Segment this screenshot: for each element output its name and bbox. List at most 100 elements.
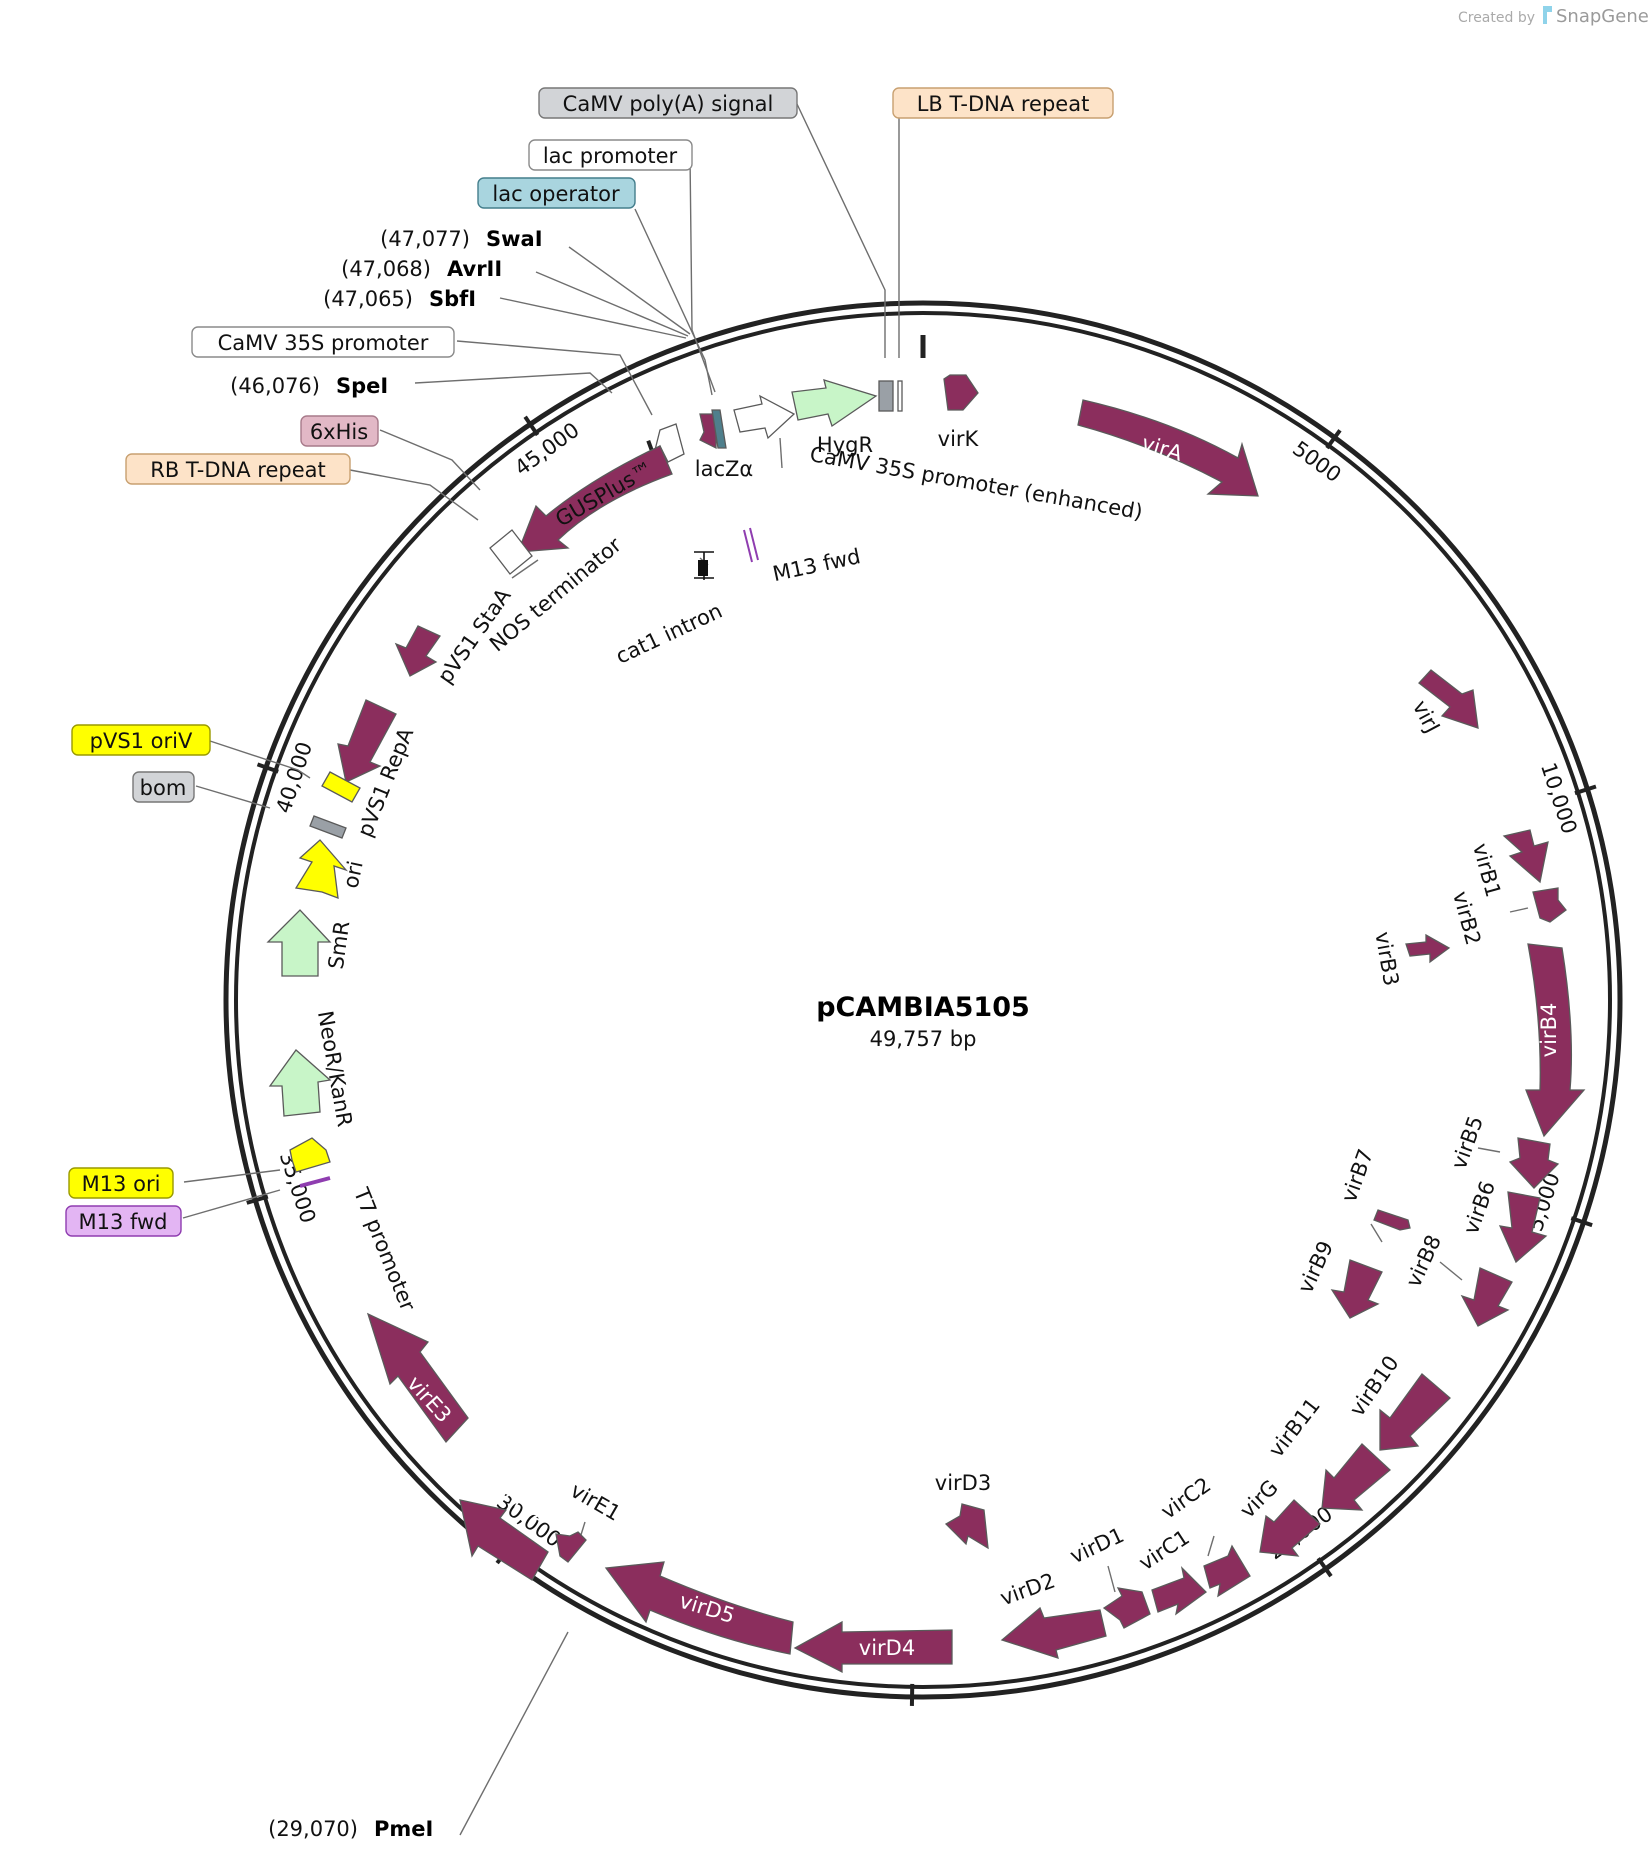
pvs1-staa-arrow[interactable]	[394, 625, 441, 677]
leader-lines	[182, 103, 1529, 1836]
m13-fwd-outer-label: M13 fwd	[78, 1210, 167, 1234]
virb4-arrow[interactable]	[1525, 943, 1586, 1138]
bom-box[interactable]	[132, 771, 195, 803]
vire2-arrow[interactable]	[459, 1499, 549, 1581]
lac-promoter-leader	[689, 154, 716, 393]
pmei-position: (29,070)	[268, 1817, 358, 1841]
virb1-label: virB1	[1468, 841, 1505, 900]
virk-arrow[interactable]	[943, 374, 979, 411]
virb5-leader	[1477, 1147, 1501, 1153]
avrii-position: (47,068)	[341, 257, 431, 281]
m13-fwd-inner-mark[interactable]	[743, 527, 759, 563]
camv35s-enhanced-arrow[interactable]	[733, 394, 796, 440]
rb-tdna-label: RB T-DNA repeat	[150, 458, 326, 482]
virb8-arrow[interactable]	[1460, 1267, 1513, 1327]
swai-leader	[568, 246, 691, 335]
virb9-arrow[interactable]	[1330, 1259, 1383, 1319]
vire3-arrow[interactable]	[366, 1312, 469, 1444]
m13-fwd-outer-box[interactable]	[65, 1205, 182, 1237]
sbfi-name[interactable]: SbfI	[429, 287, 476, 311]
vird1-arrow[interactable]	[1102, 1587, 1151, 1629]
smr-arrow[interactable]	[266, 909, 332, 977]
vird1-label: virD1	[1066, 1523, 1127, 1569]
swai-name[interactable]: SwaI	[486, 227, 543, 251]
bom-label: bom	[140, 776, 187, 800]
lb-tdna-box[interactable]	[892, 87, 1114, 119]
gusplus-arrow[interactable]	[517, 445, 673, 553]
nos-terminator-mark[interactable]	[489, 529, 533, 575]
pvs1-oriv-box[interactable]	[71, 724, 211, 756]
avrii-leader	[535, 271, 689, 337]
m13-ori-leader	[183, 1169, 281, 1183]
virj-arrow[interactable]	[1418, 669, 1479, 729]
virb10-arrow[interactable]	[1379, 1373, 1451, 1451]
virb6-arrow[interactable]	[1498, 1191, 1548, 1264]
virg-label: virG	[1235, 1475, 1282, 1522]
virc2-arrow[interactable]	[1203, 1544, 1251, 1598]
neor-kanr-arrow[interactable]	[268, 1049, 332, 1117]
scale-tick-label: 10,000	[1536, 760, 1582, 837]
6xhis-box[interactable]	[300, 415, 379, 447]
camv-polya-mark[interactable]	[878, 380, 894, 412]
backbone-inner-ring	[234, 311, 1612, 1689]
camv35s-promoter-leader	[456, 340, 653, 416]
virb1-arrow[interactable]	[1502, 829, 1549, 884]
gusplus-label: GUSPlus™	[551, 456, 657, 531]
cat1-intron-label: cat1 intron	[612, 599, 726, 669]
camv-polya-leader	[796, 103, 886, 358]
lac-promoter-label: lac promoter	[543, 144, 678, 168]
vire1-arrow[interactable]	[555, 1531, 587, 1563]
virc1-arrow[interactable]	[1151, 1566, 1207, 1616]
lac-operator-mark[interactable]	[711, 409, 727, 449]
hygr-label: HygR	[817, 433, 873, 457]
pmei-name[interactable]: PmeI	[374, 1817, 433, 1841]
restriction-sites: (47,077) SwaI (47,068) AvrII (47,065) Sb…	[230, 227, 542, 1841]
ori-arrow[interactable]	[294, 839, 349, 899]
virb8-label: virB8	[1401, 1231, 1446, 1291]
virb7-arrow[interactable]	[1373, 1209, 1411, 1231]
cat1-intron-mark[interactable]	[694, 551, 714, 580]
virb9-label: virB9	[1293, 1237, 1338, 1297]
vird4-arrow[interactable]	[793, 1620, 953, 1674]
m13-fwd-inner-label: M13 fwd	[770, 544, 862, 586]
m13-fwd-outer-mark[interactable]	[299, 1176, 331, 1188]
plasmid-length: 49,757 bp	[870, 1027, 977, 1051]
camv-polya-box[interactable]	[538, 87, 798, 119]
virb6-label: virB6	[1459, 1178, 1500, 1238]
vird2-arrow[interactable]	[1000, 1606, 1107, 1659]
virb5-arrow[interactable]	[1508, 1137, 1560, 1189]
lac-operator-box[interactable]	[477, 177, 636, 209]
lac-promoter-box[interactable]	[528, 139, 693, 171]
spei-name[interactable]: SpeI	[336, 374, 388, 398]
swai-position: (47,077)	[380, 227, 470, 251]
scale-tick-mark	[1316, 1557, 1333, 1578]
lb-tdna-mark[interactable]	[897, 380, 903, 412]
avrii-name[interactable]: AvrII	[447, 257, 502, 281]
vira-arrow[interactable]	[1077, 399, 1259, 497]
vird3-arrow[interactable]	[944, 1503, 989, 1550]
6xhis-label: 6xHis	[310, 420, 368, 444]
plasmid-name: pCAMBIA5105	[816, 992, 1030, 1023]
camv35s-promoter-box[interactable]	[191, 326, 455, 358]
camv35s-promoter-label: CaMV 35S promoter	[218, 331, 429, 355]
spei-position: (46,076)	[230, 374, 320, 398]
virb3-arrow[interactable]	[1405, 933, 1451, 964]
vird5-arrow[interactable]	[604, 1561, 794, 1655]
sbfi-position: (47,065)	[323, 287, 413, 311]
m13-ori-arrow[interactable]	[289, 1137, 331, 1173]
hygr-arrow[interactable]	[791, 379, 878, 428]
virg-arrow[interactable]	[1259, 1499, 1321, 1557]
rb-tdna-leader	[349, 469, 479, 521]
vire1-label: virE1	[566, 1478, 624, 1526]
pvs1-repa-arrow[interactable]	[337, 699, 397, 783]
pvs1-oriv-mark[interactable]	[321, 771, 361, 803]
vird1-leader	[1107, 1565, 1116, 1593]
bom-mark[interactable]	[309, 815, 347, 839]
pvs1-oriv-leader	[209, 740, 311, 779]
virb11-arrow[interactable]	[1321, 1443, 1391, 1511]
virb2-arrow[interactable]	[1532, 887, 1567, 923]
rb-tdna-box[interactable]	[125, 453, 351, 485]
virb5-label: virB5	[1447, 1113, 1488, 1173]
m13-ori-box[interactable]	[68, 1167, 174, 1199]
